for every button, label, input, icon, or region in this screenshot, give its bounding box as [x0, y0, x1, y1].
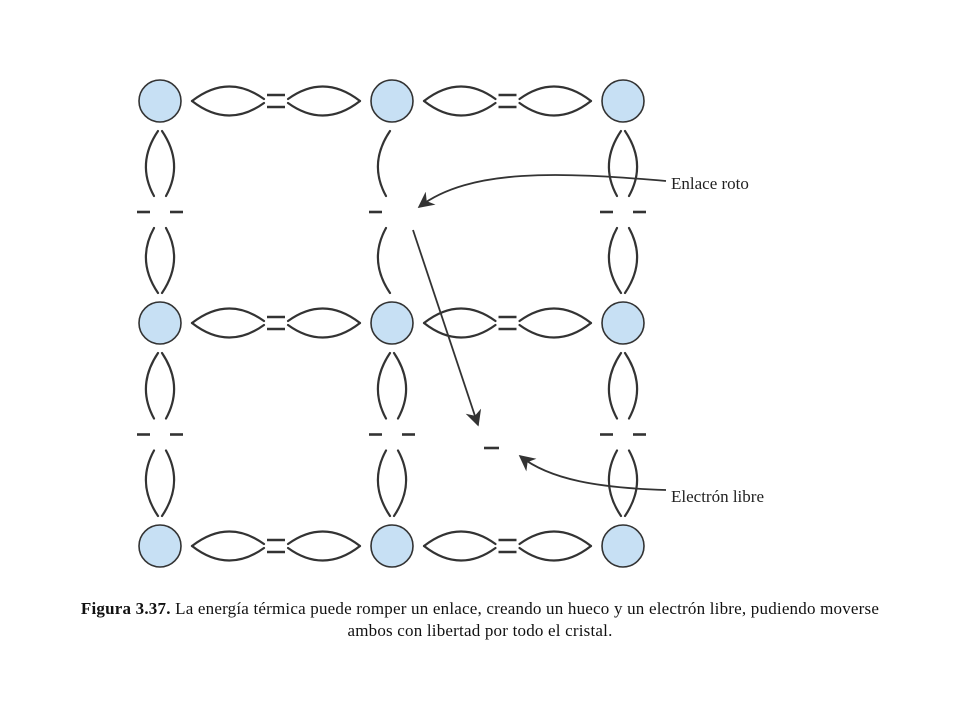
bond-arc [518, 85, 593, 103]
bond-arc [392, 449, 408, 518]
bond-arc [160, 449, 176, 518]
atom [138, 524, 182, 568]
bond-arc [144, 129, 160, 198]
bond-arc [623, 449, 639, 518]
bond-arc [422, 321, 497, 339]
bond-arc [518, 544, 593, 562]
bond-arc [518, 321, 593, 339]
bond-arc [376, 226, 392, 295]
bond-arc [422, 530, 497, 548]
atom [601, 79, 645, 123]
arrow-layer [412, 174, 667, 491]
bond-arc [190, 321, 266, 339]
bond-arc [286, 85, 362, 103]
bond-arc [607, 226, 623, 295]
bond-arc [623, 226, 639, 295]
bond-arc [190, 85, 266, 103]
bond-arc [518, 307, 593, 325]
bond-arc [190, 307, 266, 325]
bond-arc [422, 99, 497, 117]
bond-arc [518, 99, 593, 117]
bond-layer [137, 85, 646, 562]
bond-arc [422, 307, 497, 325]
bond-arc [376, 351, 392, 420]
free-electron-arrow [518, 454, 667, 491]
caption-text: La energía térmica puede romper un enlac… [175, 599, 880, 640]
bond-arc [286, 307, 362, 325]
bond-arc [392, 351, 408, 420]
bond-arc [144, 351, 160, 420]
bond-arc [190, 530, 266, 548]
electron-motion-arrow [412, 229, 482, 427]
bond-arc [376, 129, 392, 198]
bond-arc [286, 530, 362, 548]
bond-arc [144, 449, 160, 518]
bond-arc [422, 544, 497, 562]
atom-layer [138, 79, 645, 568]
bond-arc [286, 321, 362, 339]
atom [370, 524, 414, 568]
atom [370, 301, 414, 345]
figure-number: Figura 3.37. [80, 599, 171, 618]
bond-arc [518, 530, 593, 548]
bond-arc [607, 351, 623, 420]
bond-arc [607, 449, 623, 518]
bond-arc [160, 226, 176, 295]
bond-arc [422, 85, 497, 103]
bond-arc [607, 129, 623, 198]
bond-arc [160, 351, 176, 420]
atom [138, 79, 182, 123]
bond-arc [623, 351, 639, 420]
bond-arc [190, 99, 266, 117]
broken-bond-arrow [417, 174, 667, 208]
bond-arc [144, 226, 160, 295]
bond-arc [190, 544, 266, 562]
bond-arc [286, 99, 362, 117]
bond-arc [286, 544, 362, 562]
atom [370, 79, 414, 123]
atom [138, 301, 182, 345]
broken-bond-label: Enlace roto [671, 174, 749, 193]
bond-arc [160, 129, 176, 198]
bond-arc [376, 449, 392, 518]
atom [601, 301, 645, 345]
free-electron-label: Electrón libre [671, 487, 764, 506]
bond-arc [623, 129, 639, 198]
figure-caption: Figura 3.37. La energía térmica puede ro… [60, 598, 900, 642]
atom [601, 524, 645, 568]
